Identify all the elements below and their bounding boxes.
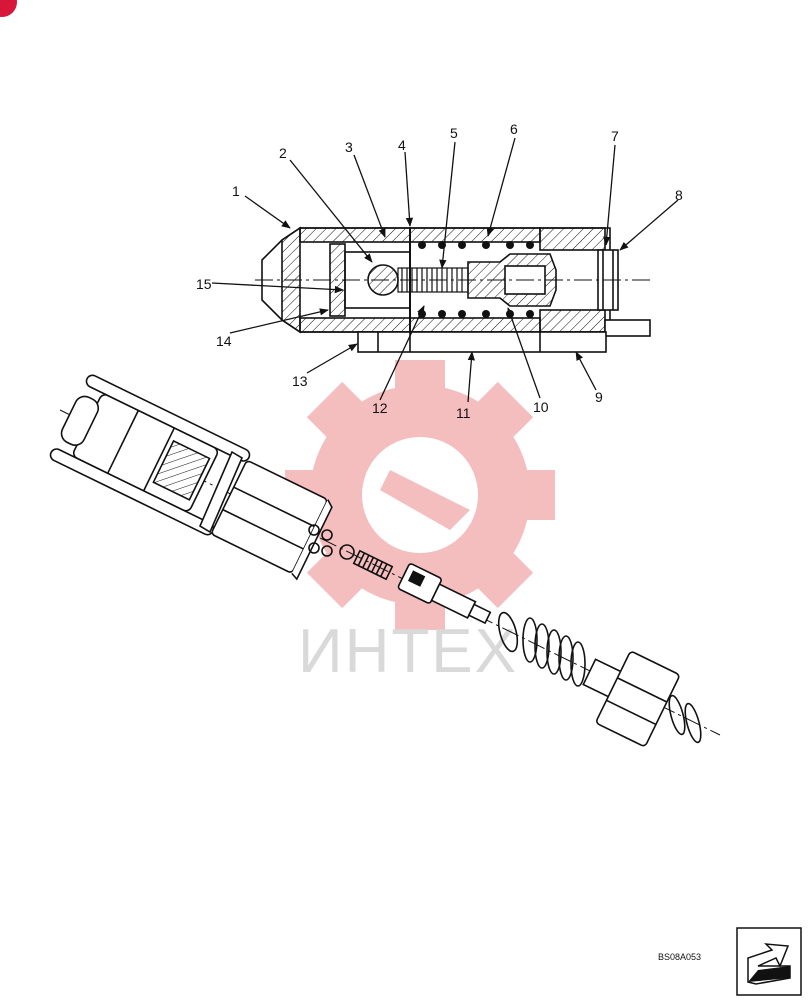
bottom-wall-mid: [409, 317, 541, 333]
top-wall-mid: [409, 227, 541, 243]
callout-4: 4: [398, 137, 406, 153]
corner-badge-icon: [0, 0, 17, 17]
callout-9: 9: [595, 389, 603, 405]
cover-plate: [357, 331, 607, 353]
exploded-end-cap: [596, 651, 680, 747]
callout-10: 10: [533, 399, 549, 415]
top-wall-right: [539, 227, 606, 251]
stud: [604, 319, 651, 337]
exploded-o-ring-2: [684, 702, 702, 744]
callout-8: 8: [675, 187, 683, 203]
exploded-o-ring-1: [668, 694, 686, 736]
gasket: [198, 450, 244, 534]
callout-13: 13: [292, 373, 308, 389]
callout-7: 7: [611, 128, 619, 144]
callout-15: 15: [196, 276, 212, 292]
callout-3: 3: [345, 139, 353, 155]
exploded-large-spring: [522, 617, 586, 687]
callout-12: 12: [372, 400, 388, 416]
solenoid-housing: [49, 374, 251, 536]
exploded-view: [49, 374, 721, 747]
exploded-small-spring: [352, 549, 394, 581]
callout-6: 6: [510, 121, 518, 137]
callout-11: 11: [456, 405, 471, 421]
small-o-rings: [308, 524, 333, 557]
bottom-wall-right: [539, 309, 606, 333]
callout-14: 14: [216, 333, 232, 349]
watermark-text: ИНТЕХ: [298, 617, 518, 686]
exploded-spool: [397, 563, 492, 625]
next-page-arrow-icon[interactable]: [736, 927, 802, 996]
exploded-ball: [339, 544, 355, 560]
callout-5: 5: [450, 125, 458, 141]
callout-labels: 1 2 3 4 5 6 7 8 9 10 11 12 13 14 15: [196, 121, 683, 421]
callout-2: 2: [279, 145, 287, 161]
bottom-wall-left: [299, 317, 411, 333]
exploded-ring: [497, 611, 519, 653]
drawing-code: BS08A053: [658, 952, 701, 962]
leader-lines: [211, 137, 679, 403]
housing-block: [211, 460, 333, 581]
watermark-gear-icon: [285, 360, 555, 630]
section-view: [255, 226, 651, 353]
callout-1: 1: [232, 183, 240, 199]
